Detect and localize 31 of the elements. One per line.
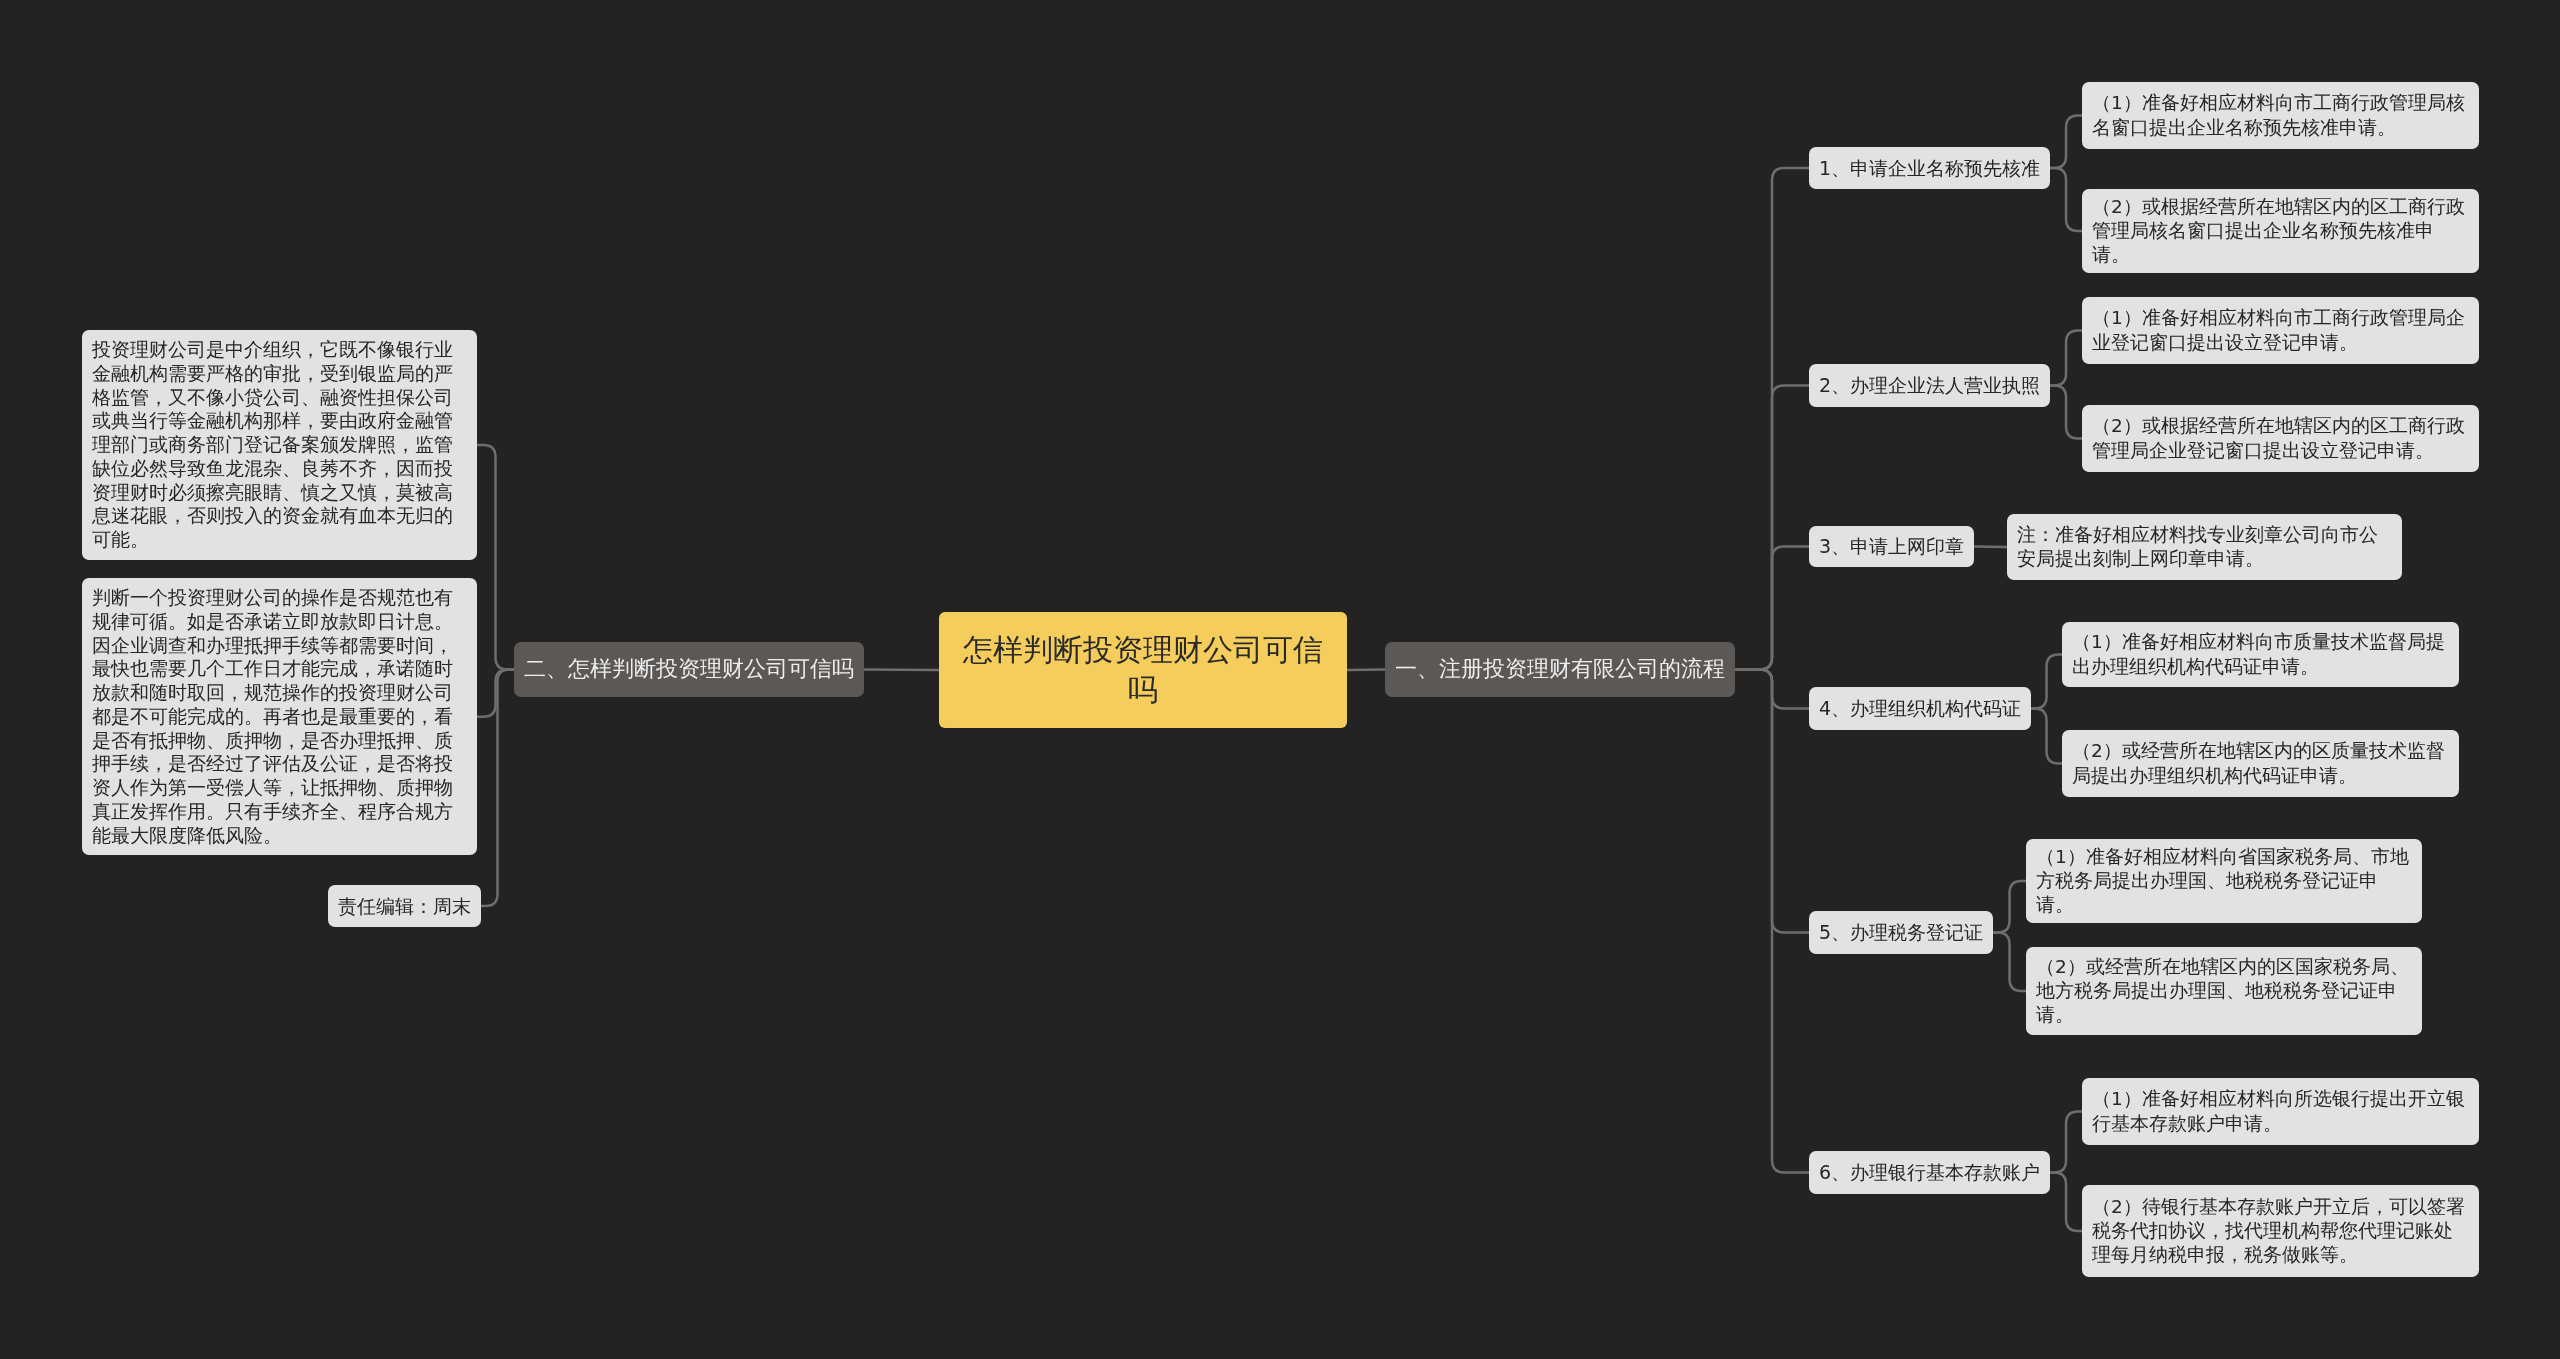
subtopic-box: 2、办理企业法人营业执照 bbox=[1809, 364, 2051, 407]
subtopic-box: 5、办理税务登记证 bbox=[1809, 911, 1994, 954]
branch-topic: 一、注册投资理财有限公司的流程 bbox=[1385, 642, 1735, 697]
note-box: （1）准备好相应材料向省国家税务局、市地方税务局提出办理国、地税税务登记证申请。 bbox=[2026, 839, 2422, 924]
note-box: （1）准备好相应材料向所选银行提出开立银行基本存款账户申请。 bbox=[2082, 1078, 2479, 1145]
central-topic: 怎样判断投资理财公司可信吗 bbox=[939, 612, 1347, 728]
note-box: （1）准备好相应材料向市工商行政管理局企业登记窗口提出设立登记申请。 bbox=[2082, 297, 2479, 364]
subtopic-box: 6、办理银行基本存款账户 bbox=[1809, 1151, 2051, 1194]
note-box: （2）或经营所在地辖区内的区国家税务局、地方税务局提出办理国、地税税务登记证申请。 bbox=[2026, 947, 2422, 1035]
subtopic-box: 4、办理组织机构代码证 bbox=[1809, 687, 2032, 730]
branch-topic: 二、怎样判断投资理财公司可信吗 bbox=[514, 642, 864, 697]
connector-line bbox=[2050, 166, 2082, 233]
connector-line bbox=[864, 668, 939, 672]
connector-line bbox=[1974, 545, 2008, 549]
note-box: 注：准备好相应材料找专业刻章公司向市公安局提出刻制上网印章申请。 bbox=[2007, 514, 2402, 580]
connector-line bbox=[1347, 668, 1385, 672]
connector-line bbox=[2031, 707, 2062, 765]
note-box: （1）准备好相应材料向市质量技术监督局提出办理组织机构代码证申请。 bbox=[2062, 622, 2459, 687]
note-box: （2）或根据经营所在地辖区内的区工商行政管理局核名窗口提出企业名称预先核准申请。 bbox=[2082, 189, 2479, 274]
subtopic-box: 责任编辑：周末 bbox=[328, 885, 481, 927]
note-box: （2）或经营所在地辖区内的区质量技术监督局提出办理组织机构代码证申请。 bbox=[2062, 730, 2459, 797]
note-box: （2）待银行基本存款账户开立后，可以签署税务代扣协议，找代理机构帮您代理记账处理每月纳税申报，税务做账等。 bbox=[2082, 1185, 2479, 1277]
connector-line bbox=[2050, 1171, 2082, 1233]
note-box: （1）准备好相应材料向市工商行政管理局核名窗口提出企业名称预先核准申请。 bbox=[2082, 82, 2479, 149]
note-box: 投资理财公司是中介组织，它既不像银行业金融机构需要严格的审批，受到银监局的严格监管，又不像小贷公司、融资性担保公司或典当行等金融机构那样，要由政府金融管理部门或商务部门登记备案颁发牌照，监管缺位必然导致鱼龙混杂、良莠不齐，因而投资理财时必须擦亮眼睛、慎之又慎，莫被高息迷花眼，否则投入的资金就有血本无归的可能。 bbox=[82, 330, 477, 560]
connector-line bbox=[2050, 384, 2082, 440]
connector-line bbox=[1993, 931, 2026, 993]
subtopic-box: 1、申请企业名称预先核准 bbox=[1809, 147, 2051, 189]
note-box: （2）或根据经营所在地辖区内的区工商行政管理局企业登记窗口提出设立登记申请。 bbox=[2082, 405, 2479, 472]
note-box: 判断一个投资理财公司的操作是否规范也有规律可循。如是否承诺立即放款即日计息。因企业调查和办理抵押手续等都需要时间，最快也需要几个工作日才能完成，承诺随时放款和随时取回，规范操作的投资理财公司都是不可能完成的。再者也是最重要的，看是否有抵押物、质押物，是否办理抵押、质押手续，是否经过了评估及公证，是否将投资人作为第一受偿人等，让抵押物、质押物真正发挥作用。只有手续齐全、程序合规方能最大限度降低风险。 bbox=[82, 578, 477, 856]
subtopic-box: 3、申请上网印章 bbox=[1809, 526, 1975, 567]
